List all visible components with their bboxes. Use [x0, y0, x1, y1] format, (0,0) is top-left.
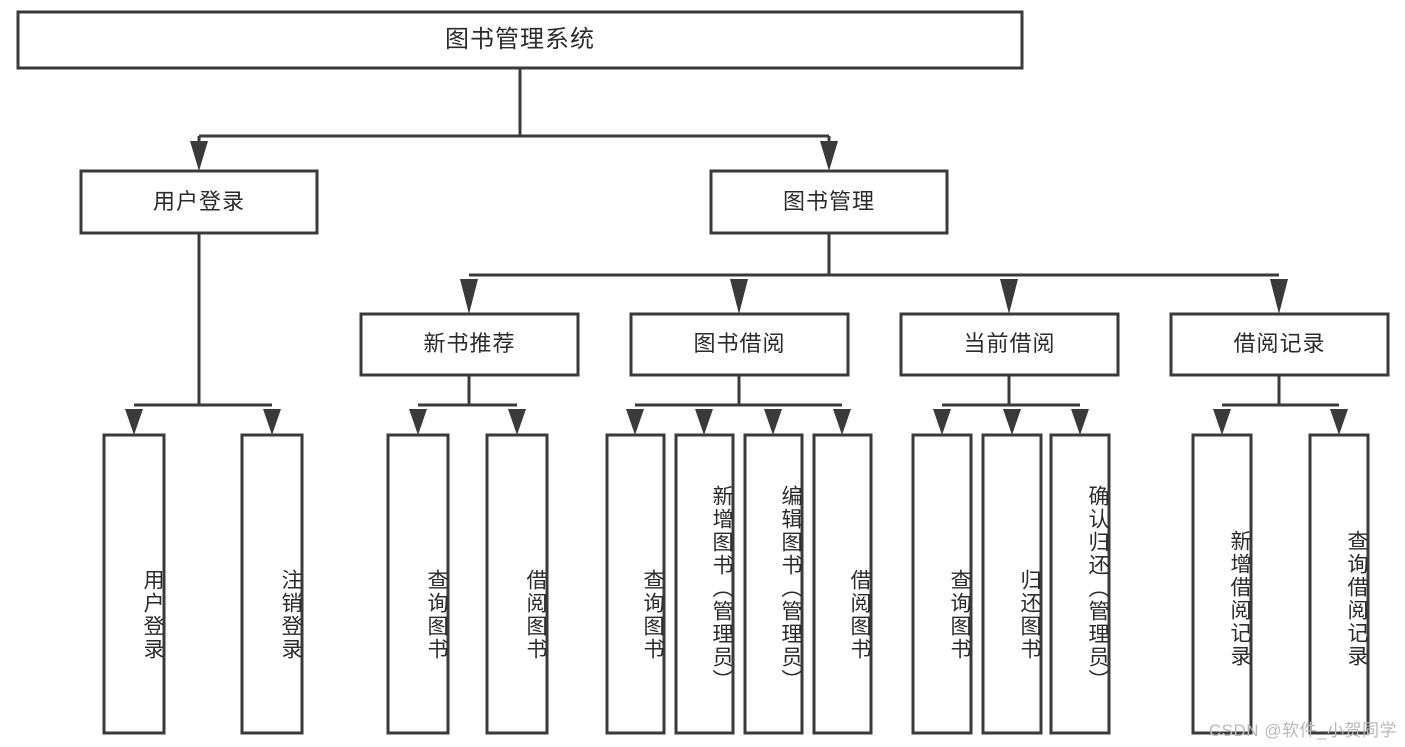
arrow-currentborrow-to-confirm: [1071, 409, 1089, 435]
node-leaf-add-borrow-record[interactable]: [1191, 433, 1253, 735]
arrow-borrowrecord-to-add: [1213, 409, 1231, 435]
node-borrow-record[interactable]: [1169, 312, 1390, 377]
arrow-bookborrow-to-borrow: [833, 409, 851, 435]
arrow-currentborrow-to-return: [1003, 409, 1021, 435]
node-leaf-query-borrow-record[interactable]: [1308, 433, 1370, 735]
node-book-manage[interactable]: [709, 169, 949, 235]
node-leaf-user-login[interactable]: [102, 433, 166, 735]
arrow-currentborrow-to-query: [933, 409, 951, 435]
arrow-root-to-book-manage: [820, 141, 838, 171]
arrow-borrowrecord-to-query: [1330, 409, 1348, 435]
arrow-bookmanage-to-current-borrow: [1000, 279, 1018, 314]
node-leaf-return-book[interactable]: [981, 433, 1043, 735]
node-leaf-edit-book-admin[interactable]: [743, 433, 804, 735]
arrow-bookmanage-to-new-book: [460, 279, 478, 314]
arrow-newbook-to-query: [409, 409, 427, 435]
node-leaf-borrow-book-2[interactable]: [812, 433, 873, 735]
connector-layer: [125, 68, 1348, 435]
node-leaf-add-book-admin[interactable]: [674, 433, 735, 735]
node-leaf-query-book-3[interactable]: [911, 433, 973, 735]
node-leaf-query-book-2[interactable]: [605, 433, 666, 735]
node-user-login[interactable]: [79, 169, 319, 235]
node-book-borrow[interactable]: [629, 312, 850, 377]
node-leaf-query-book-1[interactable]: [386, 433, 450, 735]
arrow-bookborrow-to-add: [695, 409, 713, 435]
arrow-bookborrow-to-edit: [764, 409, 782, 435]
arrow-userlogin-to-leaf1: [125, 409, 143, 435]
node-leaf-confirm-return-admin[interactable]: [1049, 433, 1111, 735]
node-current-borrow[interactable]: [899, 312, 1120, 377]
arrow-userlogin-to-leaf2: [263, 409, 281, 435]
arrow-root-to-user-login: [190, 141, 208, 171]
arrow-bookmanage-to-book-borrow: [730, 279, 748, 314]
arrow-newbook-to-borrow: [508, 409, 526, 435]
node-new-book-recommend[interactable]: [359, 312, 580, 377]
node-root[interactable]: [16, 10, 1024, 70]
node-layer: [16, 10, 1390, 735]
arrow-bookmanage-to-borrow-record: [1270, 279, 1288, 314]
node-leaf-user-logout[interactable]: [240, 433, 304, 735]
node-leaf-borrow-book-1[interactable]: [485, 433, 549, 735]
arrow-bookborrow-to-query: [626, 409, 644, 435]
